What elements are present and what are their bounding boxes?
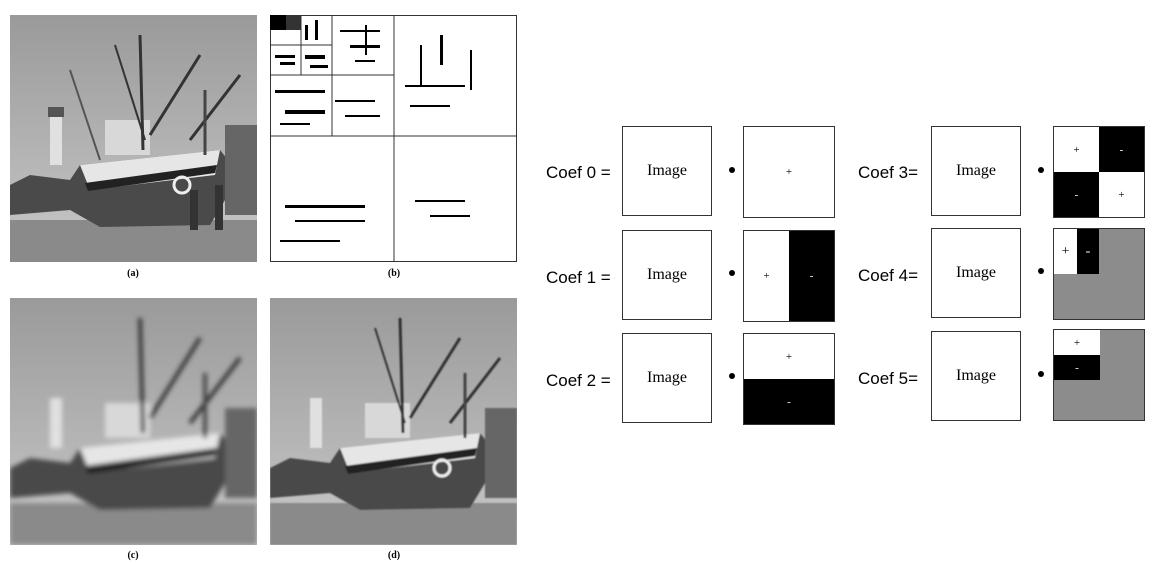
coef-2-basis-bottom: - [744,379,834,424]
coef-3-basis-bottom-right: + [1099,172,1144,217]
coef-3-dot-operator [1038,167,1044,173]
coef-1-label: Coef 1 = [546,268,611,287]
caption-d: (d) [387,550,401,561]
coef-0-basis: + [743,126,835,218]
coef-5-basis-bottom: - [1054,355,1100,380]
coef-3-label: Coef 3= [858,163,919,182]
caption-b: (b) [387,268,401,279]
coef-4-label: Coef 4= [858,266,919,285]
coef-1-basis: + - [743,230,835,322]
coef-5-basis: + - [1053,329,1145,421]
coef-2-dot-operator [729,373,735,379]
coef-4-image-box: Image [931,228,1021,318]
coef-5-image-box: Image [931,331,1021,421]
caption-a: (a) [127,268,139,279]
coef-4-basis-right: - [1077,229,1099,274]
coef-3-image-text: Image [956,162,996,179]
coef-1-image-box: Image [622,230,712,320]
coef-0-image-box: Image [622,126,712,216]
coef-2-label: Coef 2 = [546,371,611,390]
coef-1-image-text: Image [647,266,687,283]
boat-photo-blurred [10,298,257,545]
coef-2-image-box: Image [622,333,712,423]
boat-photo-original [10,15,257,262]
coef-0-label: Coef 0 = [546,163,611,182]
coef-3-image-box: Image [931,126,1021,216]
coef-3-basis-top-left: + [1054,127,1099,172]
coef-4-dot-operator [1038,268,1044,274]
coef-0-image-text: Image [647,162,687,179]
wavelet-coefficient-map [270,15,517,262]
coef-5-label: Coef 5= [858,369,919,388]
coef-1-basis-left: + [744,231,789,321]
coef-5-image-text: Image [956,367,996,384]
coef-4-basis: + - [1053,228,1145,320]
coef-4-image-text: Image [956,264,996,281]
coef-1-dot-operator [729,270,735,276]
coef-5-basis-top: + [1054,330,1100,355]
coef-3-basis-top-right: - [1099,127,1144,172]
coef-1-basis-right: - [789,231,834,321]
coef-2-basis: + - [743,333,835,425]
coef-2-basis-top: + [744,334,834,379]
coef-3-basis-bottom-left: - [1054,172,1099,217]
coef-4-basis-left: + [1054,229,1077,274]
coef-2-image-text: Image [647,369,687,386]
coef-0-dot-operator [729,167,735,173]
coef-0-basis-cell: + [744,127,834,217]
coef-3-basis: + - - + [1053,126,1145,218]
coef-5-dot-operator [1038,371,1044,377]
caption-c: (c) [127,550,139,561]
boat-photo-reconstructed [270,298,517,545]
